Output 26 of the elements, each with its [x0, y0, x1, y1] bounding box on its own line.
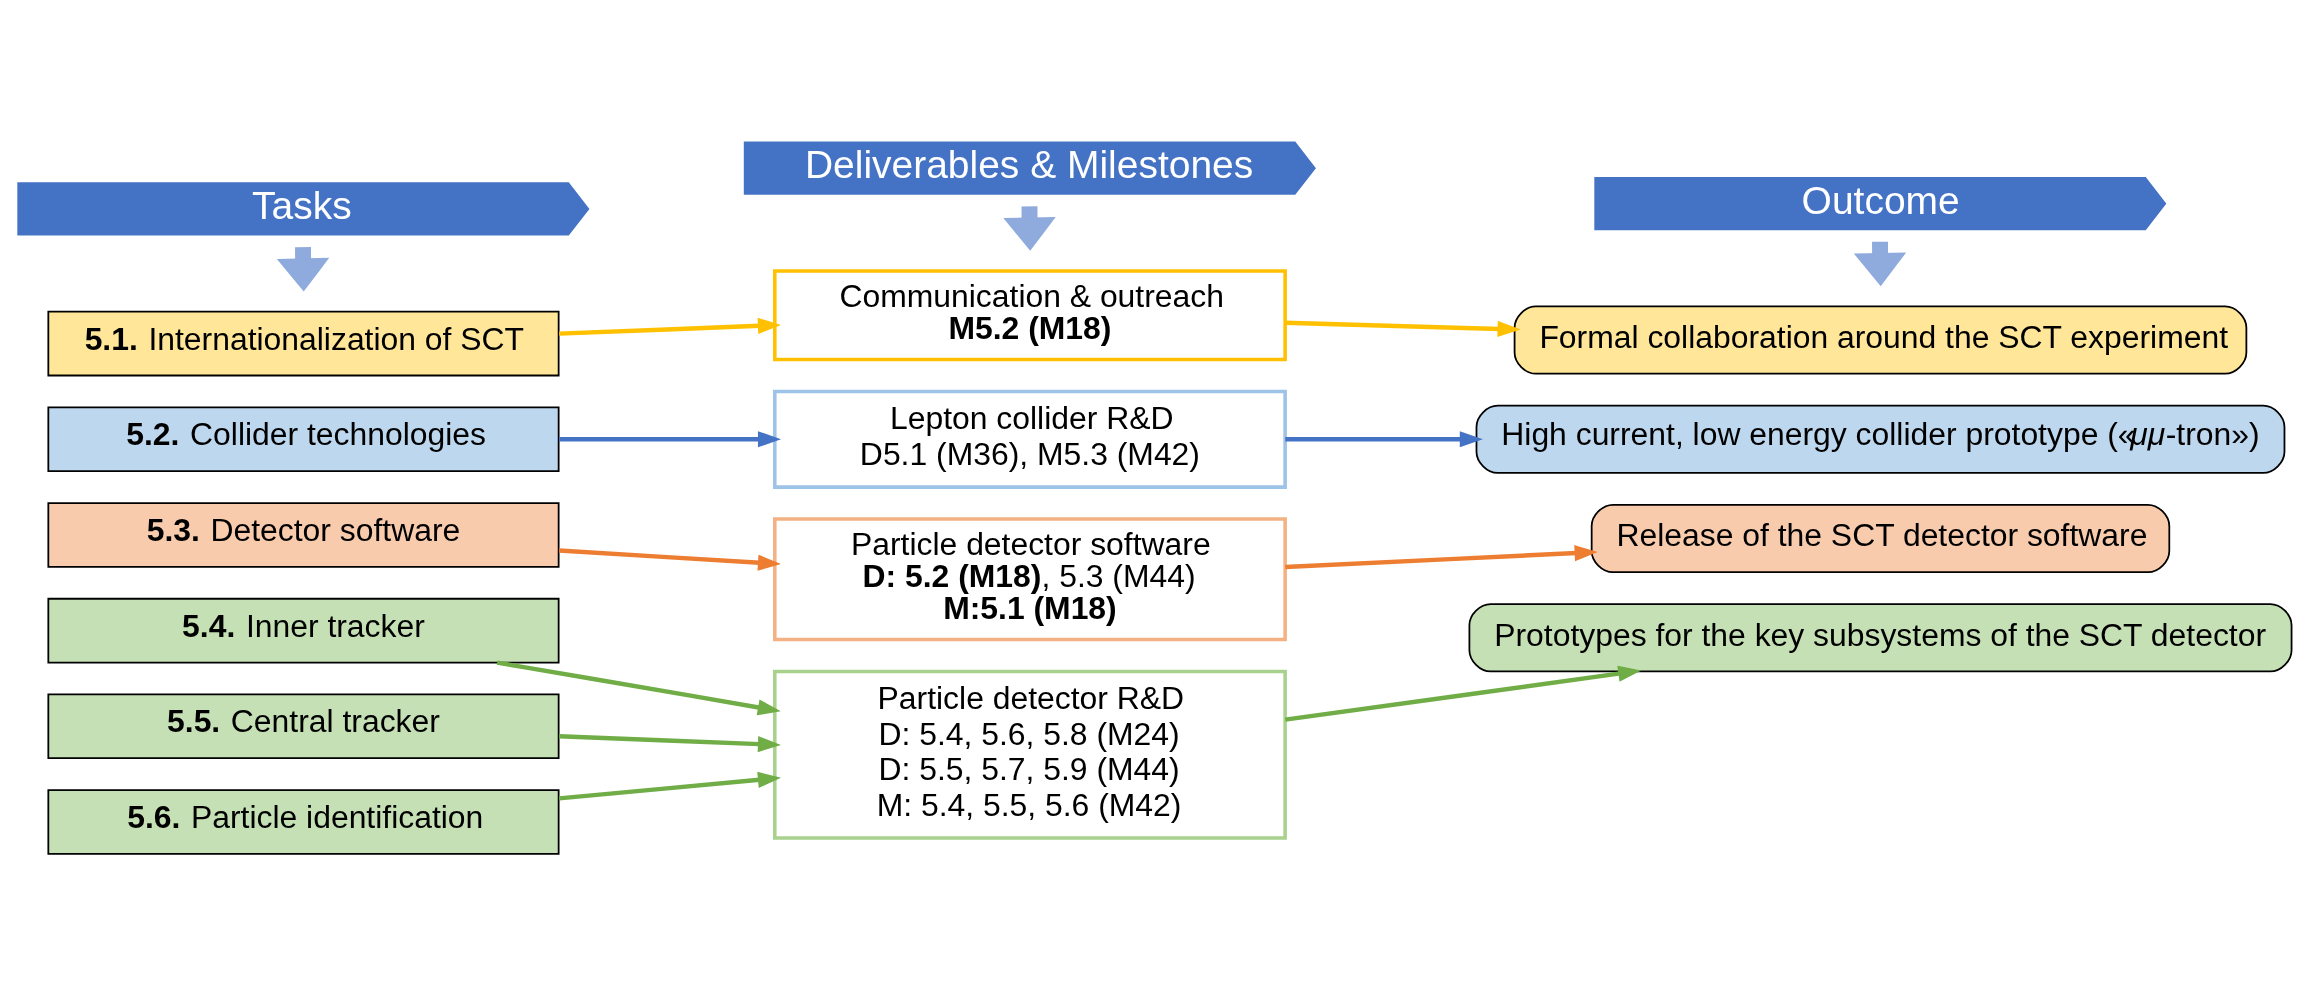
- arrow: [559, 317, 782, 336]
- node-box: Particle detector R&D D: 5.4, 5.6, 5.8 (M24) D: 5.5, 5.7, 5.9 (M44) M: 5.4, 5.5, 5.6 (M42): [773, 669, 1287, 840]
- node-box: Release of the SCT detector software: [1590, 503, 2171, 573]
- node-box: High current, low energy collider prototype («μμ-tron»): [1475, 404, 2286, 474]
- node-box: 5.2. Collider technologies: [47, 406, 560, 472]
- node-box: Particle detector software D: 5.2 (M18), 5.3 (M44) M:5.1 (M18): [773, 516, 1287, 641]
- arrow: [1285, 665, 1642, 722]
- arrow: [559, 430, 782, 447]
- node-box: 5.4. Inner tracker: [47, 597, 560, 663]
- node-box: Communication & outreach M5.2 (M18): [773, 268, 1287, 361]
- arrow: [559, 733, 782, 752]
- node-box: 5.3. Detector software: [47, 501, 560, 568]
- arrow: [1853, 241, 1907, 286]
- node-box: 5.6. Particle identification: [47, 788, 560, 855]
- arrow: [558, 771, 781, 801]
- arrow: [559, 547, 782, 571]
- node-box: Prototypes for the key subsystems of the SCT detector: [1468, 602, 2293, 672]
- arrow: [1285, 319, 1521, 337]
- node-box: Formal collaboration around the SCT experiment: [1513, 305, 2248, 375]
- arrow: [1285, 430, 1483, 447]
- node-box: 5.5. Central tracker: [47, 693, 560, 759]
- node-box: Lepton collider R&D D5.1 (M36), M5.3 (M42): [773, 389, 1287, 489]
- arrow: [1003, 205, 1056, 251]
- node-box: 5.1. Internationalization of SCT: [47, 310, 560, 376]
- arrow: [276, 246, 330, 292]
- arrow: [1285, 544, 1598, 569]
